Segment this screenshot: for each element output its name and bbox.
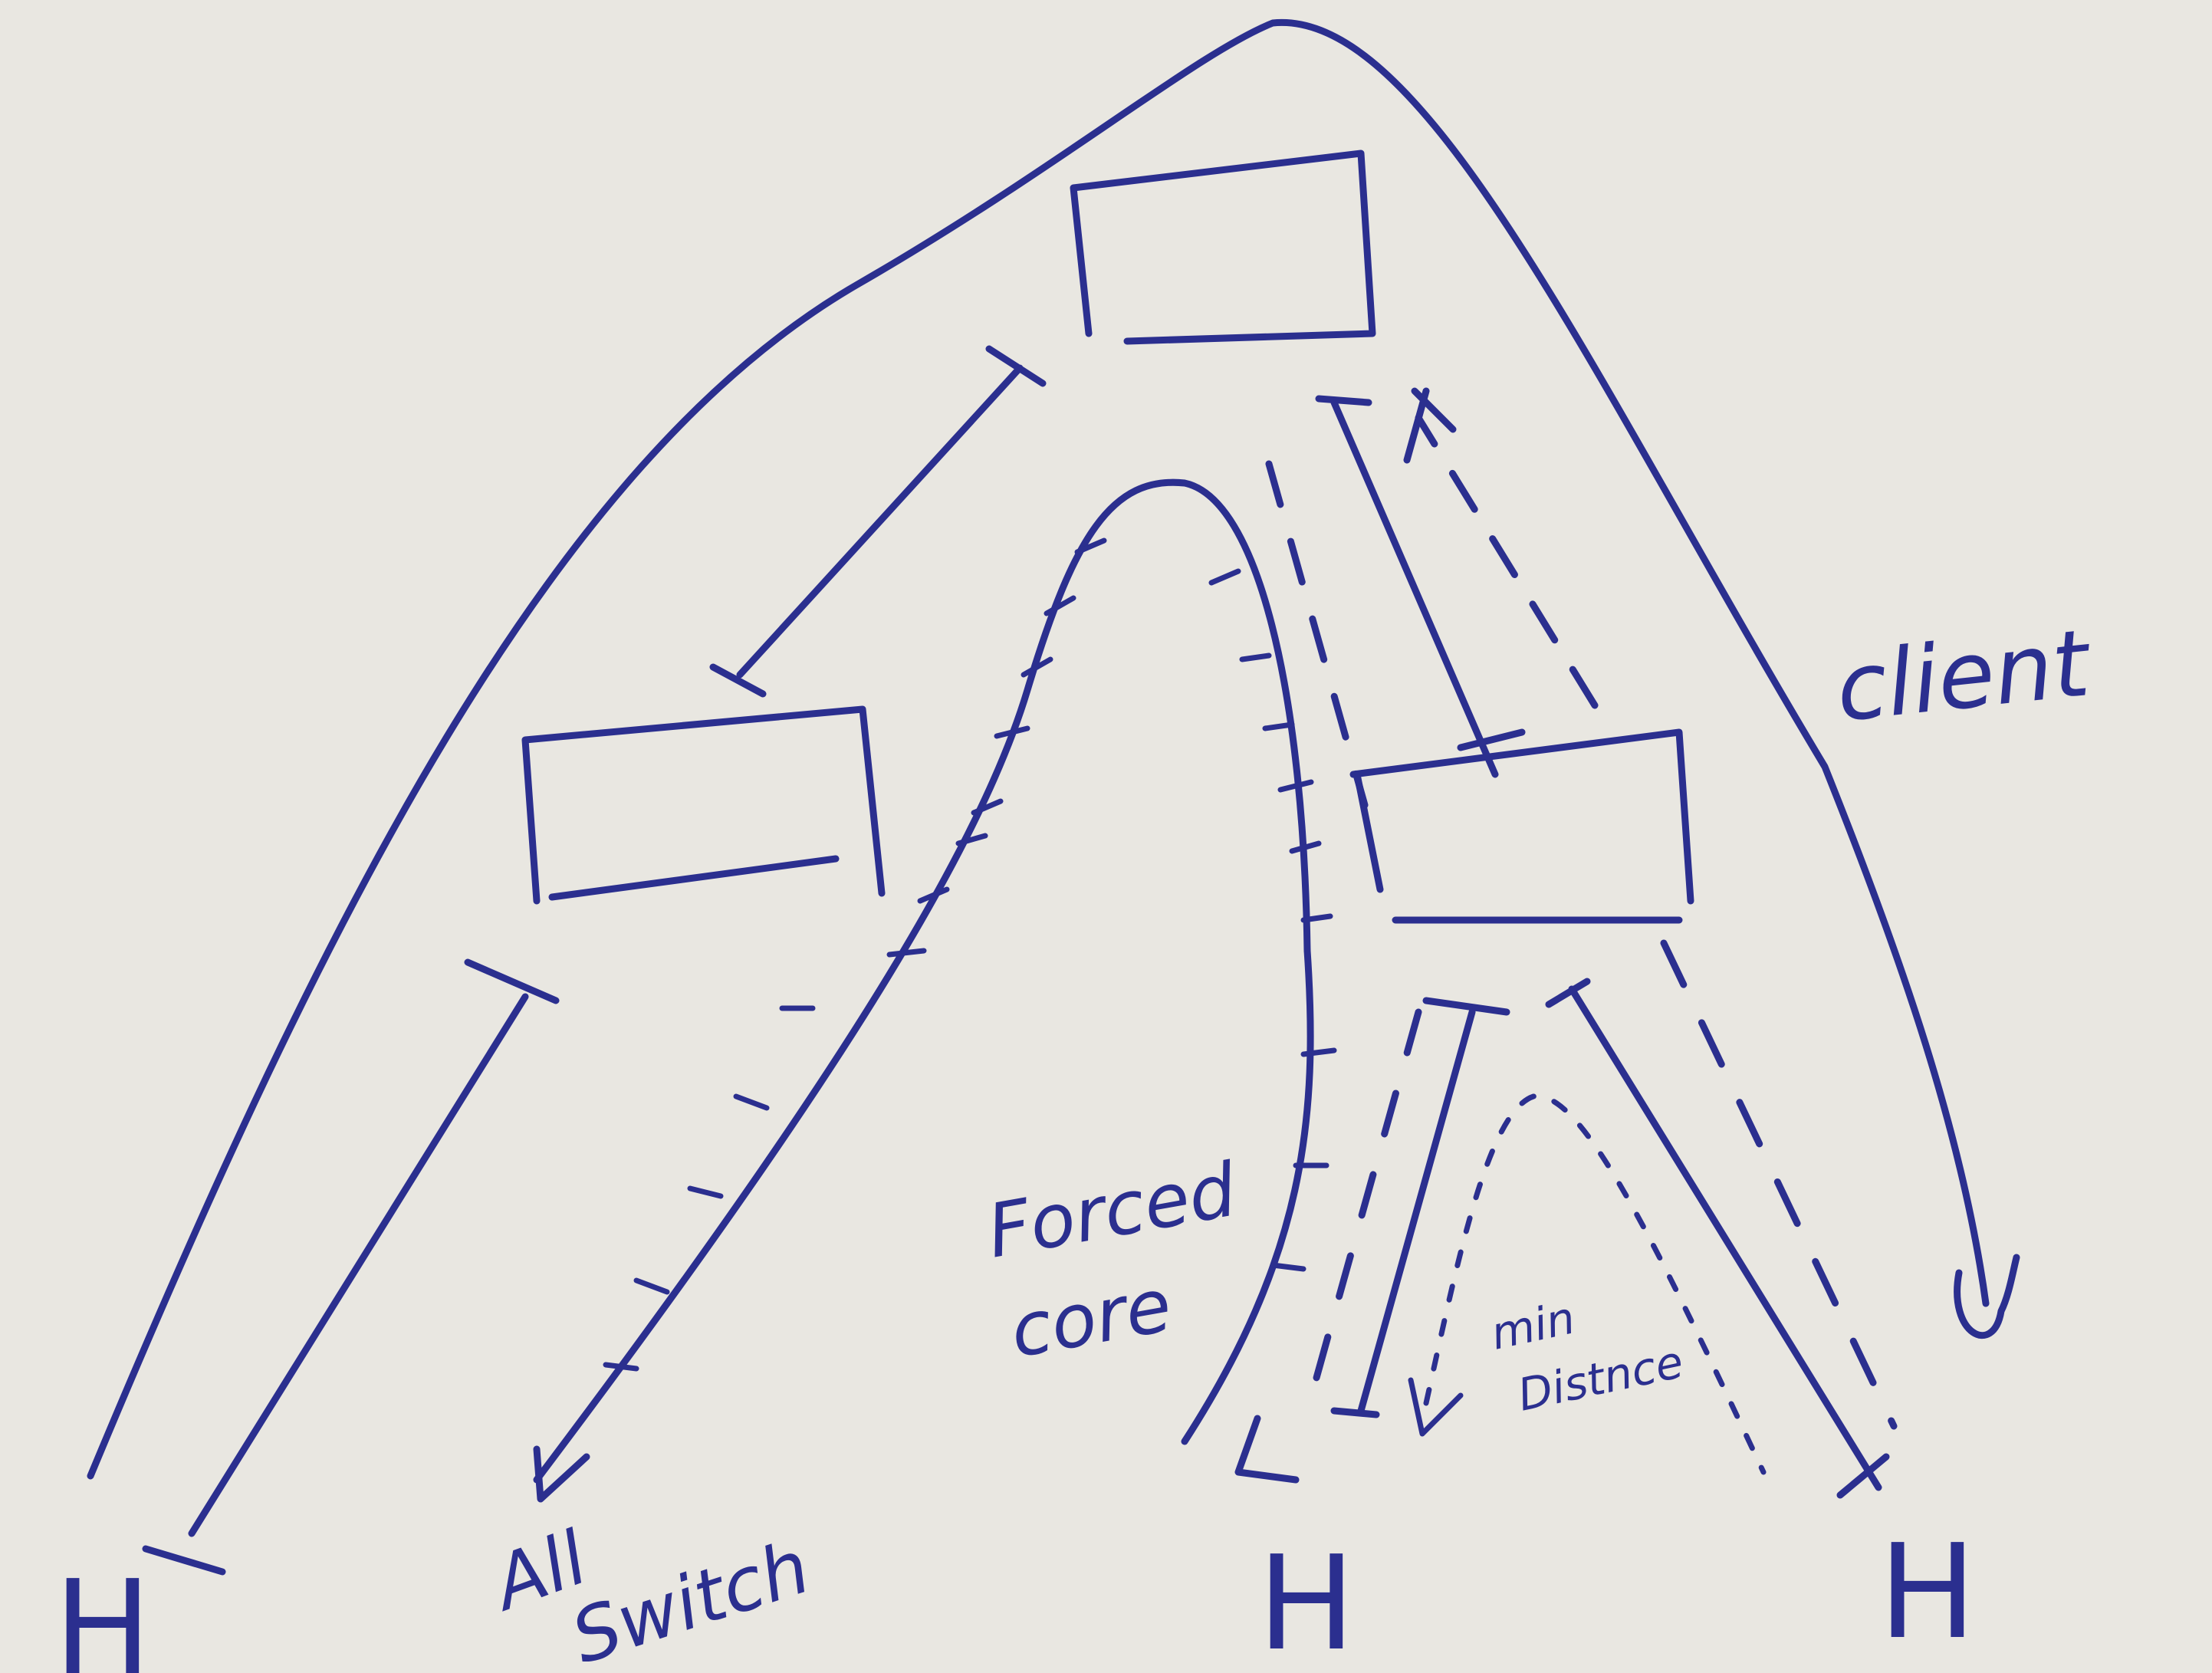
- left-host-bar: [142, 1545, 226, 1576]
- min-distance-path: [1423, 1093, 1767, 1475]
- left-box: [521, 705, 886, 905]
- label-client: client: [1832, 610, 2097, 743]
- client-path: [87, 18, 1990, 1480]
- label-host-left: H: [54, 1553, 152, 1673]
- link-right-top-solid: [1315, 395, 1526, 778]
- forced-core-path: [533, 478, 1311, 1484]
- link-right-middlehost-dashed: [1303, 1008, 1422, 1415]
- top-box: [1070, 150, 1376, 345]
- middle-host-bar: [1330, 1407, 1380, 1418]
- link-right-top-dashed: [1415, 414, 1599, 709]
- link-right-righthost-dashed: [1660, 939, 1898, 1430]
- label-host-middle: H: [1257, 1528, 1356, 1673]
- right-host-bar: [1836, 1453, 1890, 1499]
- all-switch-arrowhead: [533, 1445, 590, 1503]
- link-top-middle-dashed: [1265, 460, 1369, 809]
- label-host-right: H: [1878, 1517, 1977, 1668]
- dashed-arrowhead: [1403, 387, 1457, 464]
- link-right-righthost-solid: [1545, 978, 1882, 1491]
- link-right-middle-solid: [1357, 997, 1510, 1415]
- link-left-host: [188, 958, 560, 1537]
- middle-host-hook: [1234, 1415, 1300, 1484]
- forced-core-ticks: [603, 537, 1337, 1372]
- client-arrowhead: [1954, 1254, 2020, 1339]
- link-top-left: [709, 345, 1047, 698]
- min-distance-arrowhead: [1408, 1377, 1464, 1437]
- forced-core-tail: [1181, 947, 1314, 1445]
